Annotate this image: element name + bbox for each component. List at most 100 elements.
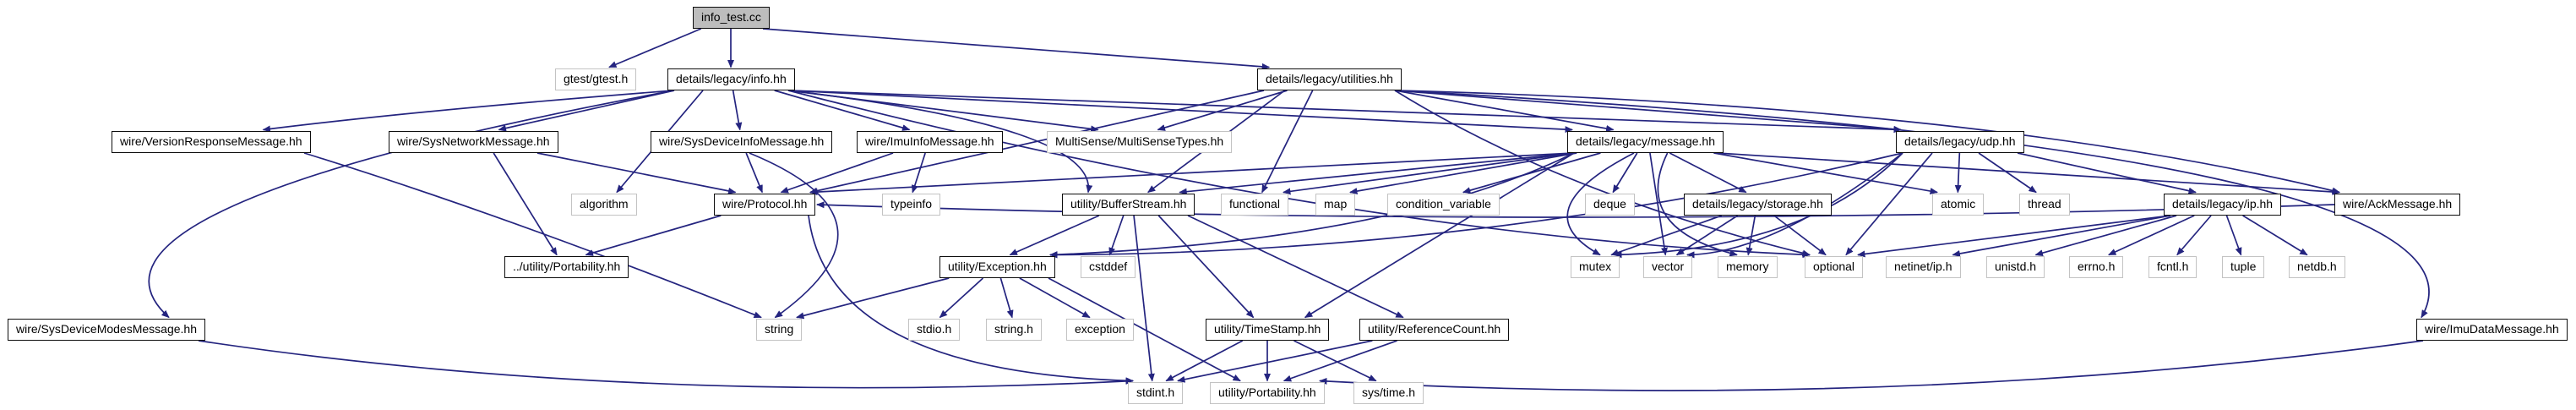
- graph-node-udp_hh[interactable]: details/legacy/udp.hh: [1896, 131, 2024, 153]
- edge-buffer_stream-timestamp_hh: [1157, 215, 1255, 319]
- graph-node-buffer_stream[interactable]: utility/BufferStream.hh: [1062, 194, 1195, 216]
- edge-buffer_stream-stdint: [1133, 215, 1155, 382]
- graph-node-portability_rel[interactable]: ../utility/Portability.hh: [504, 256, 629, 278]
- graph-node-storage_hh[interactable]: details/legacy/storage.hh: [1684, 194, 1832, 216]
- edge-sys_device_modes-stdint: [198, 340, 1134, 389]
- edge-ip_hh-netinet_ip: [1952, 215, 2171, 257]
- edge-message_hh-memory: [1657, 152, 1738, 257]
- edge-imu_data-portability: [1319, 340, 2424, 391]
- graph-node-multisense_types: MultiSense/MultiSenseTypes.hh: [1047, 131, 1233, 153]
- edge-info_hh-optional: [787, 90, 1811, 259]
- edge-reference_count-portability: [1283, 340, 1397, 382]
- edge-utilities_hh-ack_message: [1394, 90, 2340, 194]
- graph-node-version_response[interactable]: wire/VersionResponseMessage.hh: [112, 131, 311, 153]
- edge-message_hh-buffer_stream: [1179, 152, 1575, 195]
- graph-node-ack_message[interactable]: wire/AckMessage.hh: [2334, 194, 2461, 216]
- edge-info_test_cc-gtest: [608, 28, 702, 68]
- edge-info_hh-imu_info: [774, 90, 911, 131]
- edge-exception_hh-stdio: [939, 277, 984, 319]
- edge-imu_info-typeinfo: [911, 152, 926, 194]
- graph-node-functional: functional: [1221, 194, 1288, 216]
- edge-timestamp_hh-sys_time: [1293, 340, 1377, 382]
- edge-utilities_hh-message_hh: [1394, 90, 1615, 132]
- edge-message_hh-exception_hh: [1049, 152, 1575, 259]
- edge-message_hh-ack_message: [1716, 152, 2340, 195]
- edge-sys_device_info-protocol_hh: [745, 152, 763, 194]
- edge-version_response-string: [303, 152, 762, 319]
- graph-node-sys_device_info[interactable]: wire/SysDeviceInfoMessage.hh: [651, 131, 833, 153]
- edge-info_hh-version_response: [262, 90, 675, 133]
- edge-info_hh-message_hh: [787, 90, 1573, 134]
- edge-udp_hh-exception_hh: [1049, 152, 1903, 259]
- graph-node-unistd: unistd.h: [1986, 256, 2045, 278]
- graph-node-stdio: stdio.h: [908, 319, 961, 341]
- graph-node-cstddef: cstddef: [1081, 256, 1136, 278]
- edge-info_hh-sys_device_modes: [148, 90, 675, 319]
- edge-message_hh-atomic: [1713, 152, 1938, 194]
- graph-node-reference_count[interactable]: utility/ReferenceCount.hh: [1359, 319, 1510, 341]
- graph-node-map: map: [1315, 194, 1356, 216]
- graph-node-typeinfo: typeinfo: [882, 194, 941, 216]
- edge-buffer_stream-exception_hh: [1009, 215, 1100, 256]
- edge-timestamp_hh-stdint: [1165, 340, 1244, 382]
- graph-node-protocol_hh[interactable]: wire/Protocol.hh: [714, 194, 816, 216]
- edge-buffer_stream-cstddef: [1108, 215, 1125, 256]
- edge-protocol_hh-stdint: [808, 215, 1134, 385]
- graph-node-exception_hh[interactable]: utility/Exception.hh: [939, 256, 1055, 278]
- graph-node-fcntl: fcntl.h: [2148, 256, 2197, 278]
- graph-node-sys_device_modes[interactable]: wire/SysDeviceModesMessage.hh: [8, 319, 205, 341]
- edge-utilities_hh-protocol_hh: [809, 90, 1265, 194]
- edge-storage_hh-mutex: [1610, 215, 1723, 256]
- edge-udp_hh-vector: [1686, 152, 1903, 259]
- edge-message_hh-functional: [1283, 152, 1575, 195]
- graph-node-mutex: mutex: [1571, 256, 1620, 278]
- edge-utilities_hh-optional: [1394, 90, 1811, 257]
- graph-node-portability: utility/Portability.hh: [1210, 382, 1325, 404]
- graph-node-deque: deque: [1585, 194, 1635, 216]
- graph-node-stdint: stdint.h: [1128, 382, 1184, 404]
- graph-node-atomic: atomic: [1932, 194, 1985, 216]
- edge-exception_hh-exception_std: [1019, 277, 1091, 319]
- graph-node-errno: errno.h: [2069, 256, 2124, 278]
- graph-node-condition_variable: condition_variable: [1387, 194, 1500, 216]
- edge-message_hh-mutex: [1566, 152, 1635, 256]
- edge-message_hh-map: [1349, 152, 1577, 194]
- graph-node-imu_data[interactable]: wire/ImuDataMessage.hh: [2416, 319, 2568, 341]
- graph-node-imu_info[interactable]: wire/ImuInfoMessage.hh: [857, 131, 1003, 153]
- graph-node-sys_network[interactable]: wire/SysNetworkMessage.hh: [389, 131, 558, 153]
- graph-node-algorithm: algorithm: [571, 194, 637, 216]
- edge-exception_hh-string_h: [999, 277, 1014, 319]
- graph-node-ip_hh[interactable]: details/legacy/ip.hh: [2164, 194, 2282, 216]
- edge-utilities_hh-udp_hh: [1394, 90, 1902, 133]
- edge-info_hh-sys_device_info: [732, 90, 743, 131]
- graph-node-memory: memory: [1718, 256, 1778, 278]
- graph-node-info_hh[interactable]: details/legacy/info.hh: [667, 68, 795, 90]
- graph-node-sys_time: sys/time.h: [1353, 382, 1424, 404]
- edge-message_hh-protocol_hh: [809, 152, 1575, 196]
- graph-node-utilities_hh[interactable]: details/legacy/utilities.hh: [1257, 68, 1402, 90]
- edge-exception_hh-string: [796, 277, 950, 320]
- edge-sys_network-portability_rel: [493, 152, 558, 256]
- graph-node-netdb: netdb.h: [2289, 256, 2345, 278]
- graph-node-info_test_cc: info_test.cc: [693, 7, 770, 29]
- edge-reference_count-stdint: [1177, 340, 1373, 383]
- graph-node-timestamp_hh[interactable]: utility/TimeStamp.hh: [1206, 319, 1330, 341]
- edge-udp_hh-ip_hh: [2017, 152, 2197, 194]
- edge-sys_network-protocol_hh: [536, 152, 737, 194]
- edge-message_hh-vector: [1649, 152, 1668, 256]
- edge-storage_hh-vector: [1675, 215, 1739, 256]
- edge-udp_hh-mutex: [1614, 152, 1903, 259]
- edge-ip_hh-fcntl: [2176, 215, 2212, 256]
- edge-message_hh-storage_hh: [1669, 152, 1747, 194]
- graph-node-message_hh[interactable]: details/legacy/message.hh: [1567, 131, 1724, 153]
- graph-node-tuple: tuple: [2222, 256, 2265, 278]
- graph-node-vector: vector: [1643, 256, 1693, 278]
- edge-udp_hh-thread: [1978, 152, 2037, 194]
- graph-node-exception_std: exception: [1066, 319, 1134, 341]
- edge-info_hh-sys_network: [498, 90, 675, 132]
- edge-info_test_cc-utilities_hh: [762, 28, 1271, 70]
- edge-message_hh-condition_variable: [1462, 152, 1601, 194]
- edge-sys_device_info-string: [749, 152, 839, 319]
- edge-info_hh-buffer_stream: [787, 90, 1093, 194]
